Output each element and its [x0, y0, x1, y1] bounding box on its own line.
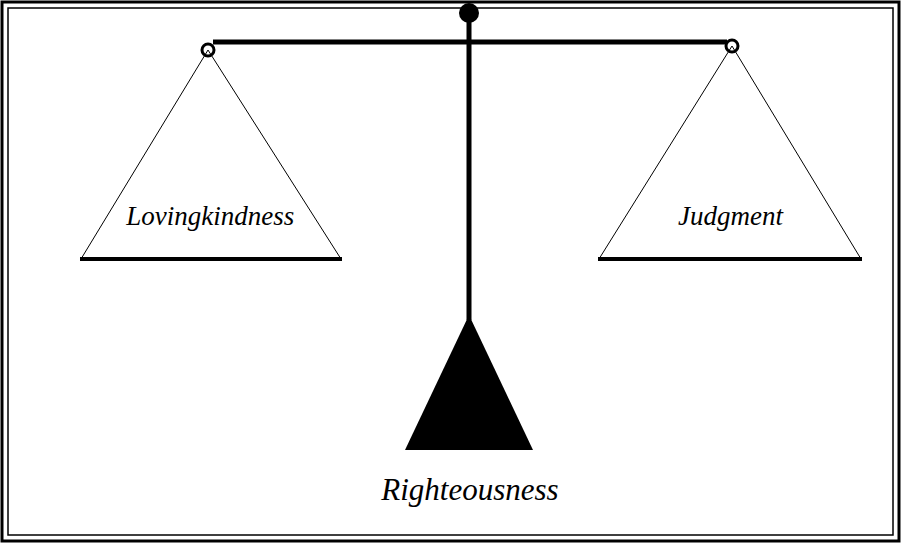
base-label: Righteousness	[381, 472, 558, 508]
scale-base	[405, 315, 533, 450]
scale-pan: Lovingkindness	[80, 50, 342, 262]
pivot-knob	[459, 3, 479, 23]
pan-label: Lovingkindness	[126, 201, 294, 232]
pan-label: Judgment	[678, 201, 783, 232]
scale-post	[467, 14, 472, 320]
inner-frame	[8, 8, 893, 535]
scale-beam	[213, 40, 727, 45]
scale-pan: Judgment	[598, 46, 862, 262]
pan-plate	[598, 257, 862, 261]
pan-plate	[80, 257, 342, 261]
